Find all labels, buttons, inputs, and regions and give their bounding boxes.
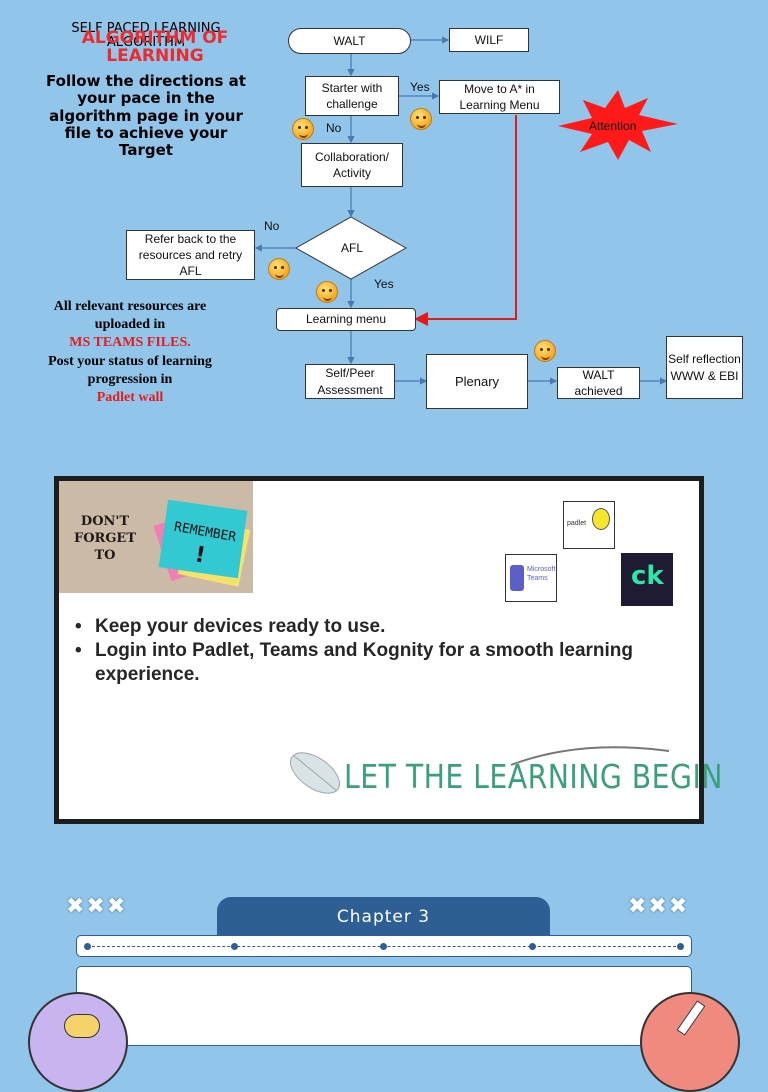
small-title-line2: ALGORITHM — [106, 35, 186, 51]
emoji-icon — [316, 281, 338, 303]
progress-dot — [677, 943, 684, 950]
banner-arc-line — [510, 746, 670, 766]
reminder-list: Keep your devices ready to use. Login in… — [75, 615, 699, 687]
padlet-wall-link: Padlet wall — [96, 389, 164, 405]
plenary-node: Plenary — [426, 354, 528, 409]
yes-label: Yes — [374, 277, 394, 291]
directions-line: Target — [119, 141, 173, 159]
walt-achieved-node: WALT achieved — [557, 367, 640, 399]
wilf-node: WILF — [449, 28, 529, 52]
decorative-x-marks-right: ✖✖✖ — [628, 894, 690, 919]
teams-files-link: MS TEAMS FILES. — [69, 335, 191, 351]
chapter-tab[interactable]: Chapter 3 — [217, 897, 550, 937]
page-title-line2: LEARNING — [106, 45, 204, 66]
resources-line: Post your status of learning — [48, 353, 212, 369]
progress-dot — [84, 943, 91, 950]
resources-line: progression in — [87, 371, 173, 387]
banner-arc — [510, 746, 670, 766]
reminder-item: Keep your devices ready to use. — [75, 615, 699, 639]
cloud-icon — [64, 1014, 100, 1038]
afl-label: AFL — [341, 241, 364, 255]
page-title-line1: ALGORITHM OF — [81, 28, 229, 48]
self-peer-node: Self/Peer Assessment — [305, 364, 395, 399]
self-reflection-node: Self reflection WWW & EBI — [666, 336, 743, 399]
kognity-icon: ck — [631, 561, 664, 591]
directions-line: algorithm page in your — [49, 106, 243, 125]
lightbulb-circle-icon — [28, 992, 128, 1092]
poster-body: DON'T FORGET TO REMEMBER ! padlet Micros… — [59, 481, 722, 819]
directions-text: Follow the directions at your pace in th… — [30, 72, 262, 159]
progress-dot — [231, 943, 238, 950]
decorative-x-marks-left: ✖✖✖ — [66, 894, 128, 919]
red-return-arrow — [414, 115, 517, 326]
banner-text: LET THE LEARNING BEGIN — [344, 757, 723, 796]
pencil-circle-icon — [640, 992, 740, 1092]
small-title-line1: SELF PACED LEARNING — [71, 21, 221, 36]
afl-diamond — [294, 216, 408, 280]
attention-burst — [558, 90, 678, 160]
chapter-tab-label: Chapter 3 — [336, 907, 431, 927]
attention-label: Attention — [589, 119, 637, 133]
pencil-icon — [676, 1000, 706, 1036]
directions-line: your pace in the — [77, 89, 215, 108]
directions-line: Follow the directions at — [46, 72, 246, 90]
teams-icon — [510, 565, 524, 591]
lightbulb-icon — [592, 508, 610, 530]
emoji-icon — [292, 118, 314, 140]
chapter-progress-line — [76, 935, 692, 957]
reminder-item: Login into Padlet, Teams and Kognity for… — [75, 639, 699, 687]
progress-dot — [380, 943, 387, 950]
kognity-logo: ck — [621, 553, 673, 606]
refer-back-node: Refer back to the resources and retry AF… — [126, 230, 255, 280]
chapter-card — [76, 966, 692, 1046]
walt-node: WALT — [288, 28, 411, 54]
learning-menu-node: Learning menu — [276, 308, 416, 331]
flowchart-connectors — [254, 36, 678, 385]
resources-line: All relevant resources are — [53, 299, 207, 314]
starter-node: Starter with challenge — [305, 76, 399, 116]
emoji-icon — [534, 340, 556, 362]
emoji-icon — [268, 258, 290, 280]
yes-label: Yes — [410, 80, 430, 94]
dont-forget-image: DON'T FORGET TO REMEMBER ! — [59, 481, 253, 593]
reminder-poster: DON'T FORGET TO REMEMBER ! padlet Micros… — [54, 476, 722, 824]
move-to-node: Move to A* in Learning Menu — [439, 80, 560, 114]
progress-dot — [529, 943, 536, 950]
leaf-icon-vein — [292, 754, 338, 792]
resources-line: uploaded in — [94, 317, 166, 333]
collaboration-node: Collaboration/ Activity — [301, 143, 403, 187]
directions-line: file to achieve your — [64, 123, 228, 142]
padlet-logo-text: padlet — [567, 520, 587, 527]
teams-logo: Microsoft Teams — [505, 554, 557, 602]
dont-forget-label: DON'T FORGET TO — [73, 514, 137, 563]
resources-note: All relevant resources are uploaded in M… — [30, 298, 230, 407]
teams-logo-text: Microsoft Teams — [527, 566, 556, 582]
small-title: SELF PACED LEARNING ALGORITHM — [66, 21, 226, 51]
no-label: No — [326, 121, 342, 135]
leaf-icon — [290, 752, 340, 794]
page-title: ALGORITHM OF LEARNING — [60, 28, 250, 66]
no-label: No — [264, 219, 280, 233]
padlet-logo: padlet — [563, 501, 615, 549]
emoji-icon — [410, 108, 432, 130]
